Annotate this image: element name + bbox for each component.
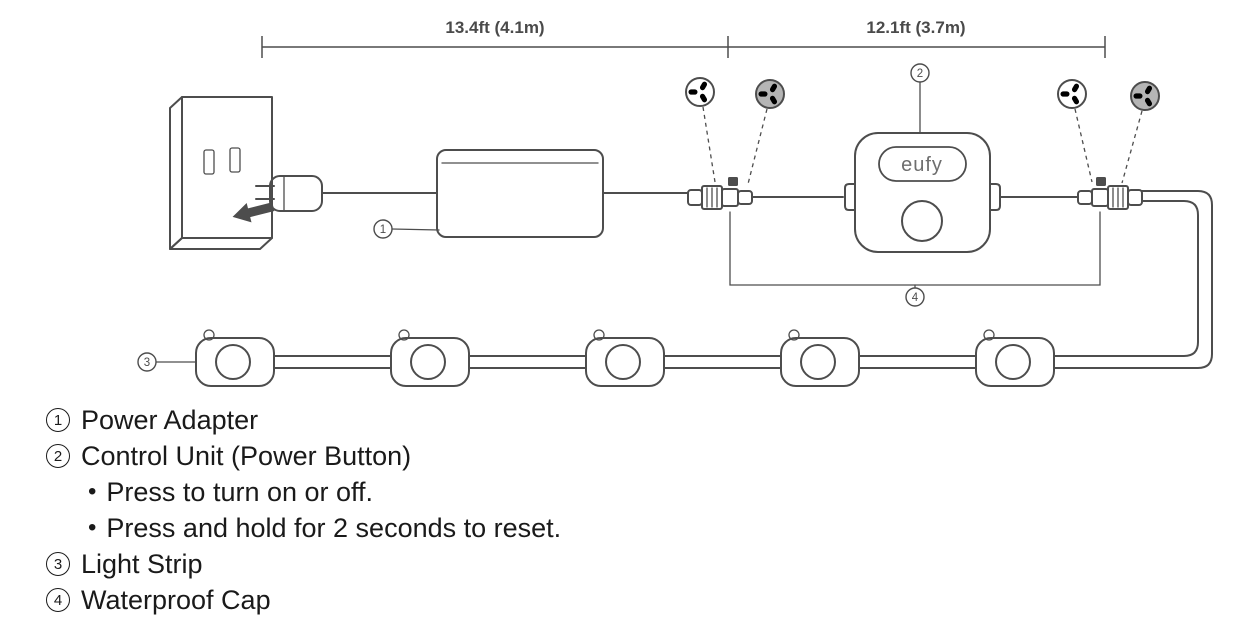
callout-2-number: 2 [917, 68, 923, 80]
legend-item-light-strip: 3 Light Strip [46, 546, 561, 582]
waterproof-cap-icon-open-1 [685, 77, 716, 183]
waterproof-cap-icon-open-2 [1057, 79, 1093, 183]
legend-label-power-adapter: Power Adapter [81, 404, 259, 435]
connector-clip [1096, 177, 1106, 186]
bullet-icon: • [88, 514, 97, 541]
legend: 1 Power Adapter 2 Control Unit (Power Bu… [46, 402, 561, 618]
legend-bullet-press: • Press to turn on or off. [46, 474, 561, 510]
callout-4-number: 4 [912, 292, 919, 304]
legend-label-light-strip: Light Strip [81, 548, 203, 579]
connector-1 [687, 177, 844, 210]
light-module [585, 329, 665, 387]
callout-3: 3 [137, 352, 197, 372]
connector-2 [1077, 177, 1143, 210]
light-module [390, 329, 470, 387]
push-arrow-icon [232, 202, 275, 223]
eufy-logo-text: eufy [901, 154, 943, 176]
strip-feed-wires [1053, 190, 1213, 369]
legend-item-power-adapter: 1 Power Adapter [46, 402, 561, 438]
callout-4: 4 [729, 211, 1101, 307]
power-adapter [436, 149, 689, 238]
dimension-left-label: 13.4ft (4.1m) [445, 18, 544, 37]
legend-item-waterproof-cap: 4 Waterproof Cap [46, 582, 561, 618]
connector-clip [728, 177, 738, 186]
outlet-slot-right [229, 147, 241, 173]
dimension-left: 13.4ft (4.1m) [261, 18, 729, 58]
legend-bullet-hold-text: Press and hold for 2 seconds to reset. [106, 512, 562, 543]
callout-1-number: 1 [380, 224, 386, 236]
legend-item-control-unit: 2 Control Unit (Power Button) [46, 438, 561, 474]
control-unit: eufy [844, 132, 1079, 253]
bullet-icon: • [88, 478, 97, 505]
eufy-logo-badge [878, 146, 967, 182]
waterproof-cap-icon-shaded-1 [747, 79, 785, 185]
light-module [780, 329, 860, 387]
power-plug [232, 175, 438, 223]
dimension-right: 12.1ft (3.7m) [728, 18, 1106, 58]
legend-bullet-press-text: Press to turn on or off. [106, 476, 374, 507]
light-strip [195, 329, 1055, 387]
light-module [975, 329, 1055, 387]
legend-callout-1: 1 [46, 408, 70, 432]
legend-bullet-hold: • Press and hold for 2 seconds to reset. [46, 510, 561, 546]
outlet-slot-left [203, 149, 215, 175]
callout-2: 2 [910, 63, 930, 133]
waterproof-cap-icon-shaded-2 [1121, 81, 1160, 184]
legend-callout-3: 3 [46, 552, 70, 576]
wiring-diagram: 13.4ft (4.1m) 12.1ft (3.7m) [137, 18, 1213, 387]
dimension-right-label: 12.1ft (3.7m) [866, 18, 965, 37]
legend-label-control-unit: Control Unit (Power Button) [81, 440, 412, 471]
power-button [901, 200, 943, 242]
callout-1: 1 [373, 219, 440, 239]
light-module [195, 329, 275, 387]
callout-3-number: 3 [144, 357, 150, 369]
wall-outlet [169, 96, 273, 250]
legend-callout-2: 2 [46, 444, 70, 468]
legend-callout-4: 4 [46, 588, 70, 612]
legend-label-waterproof-cap: Waterproof Cap [81, 584, 271, 615]
